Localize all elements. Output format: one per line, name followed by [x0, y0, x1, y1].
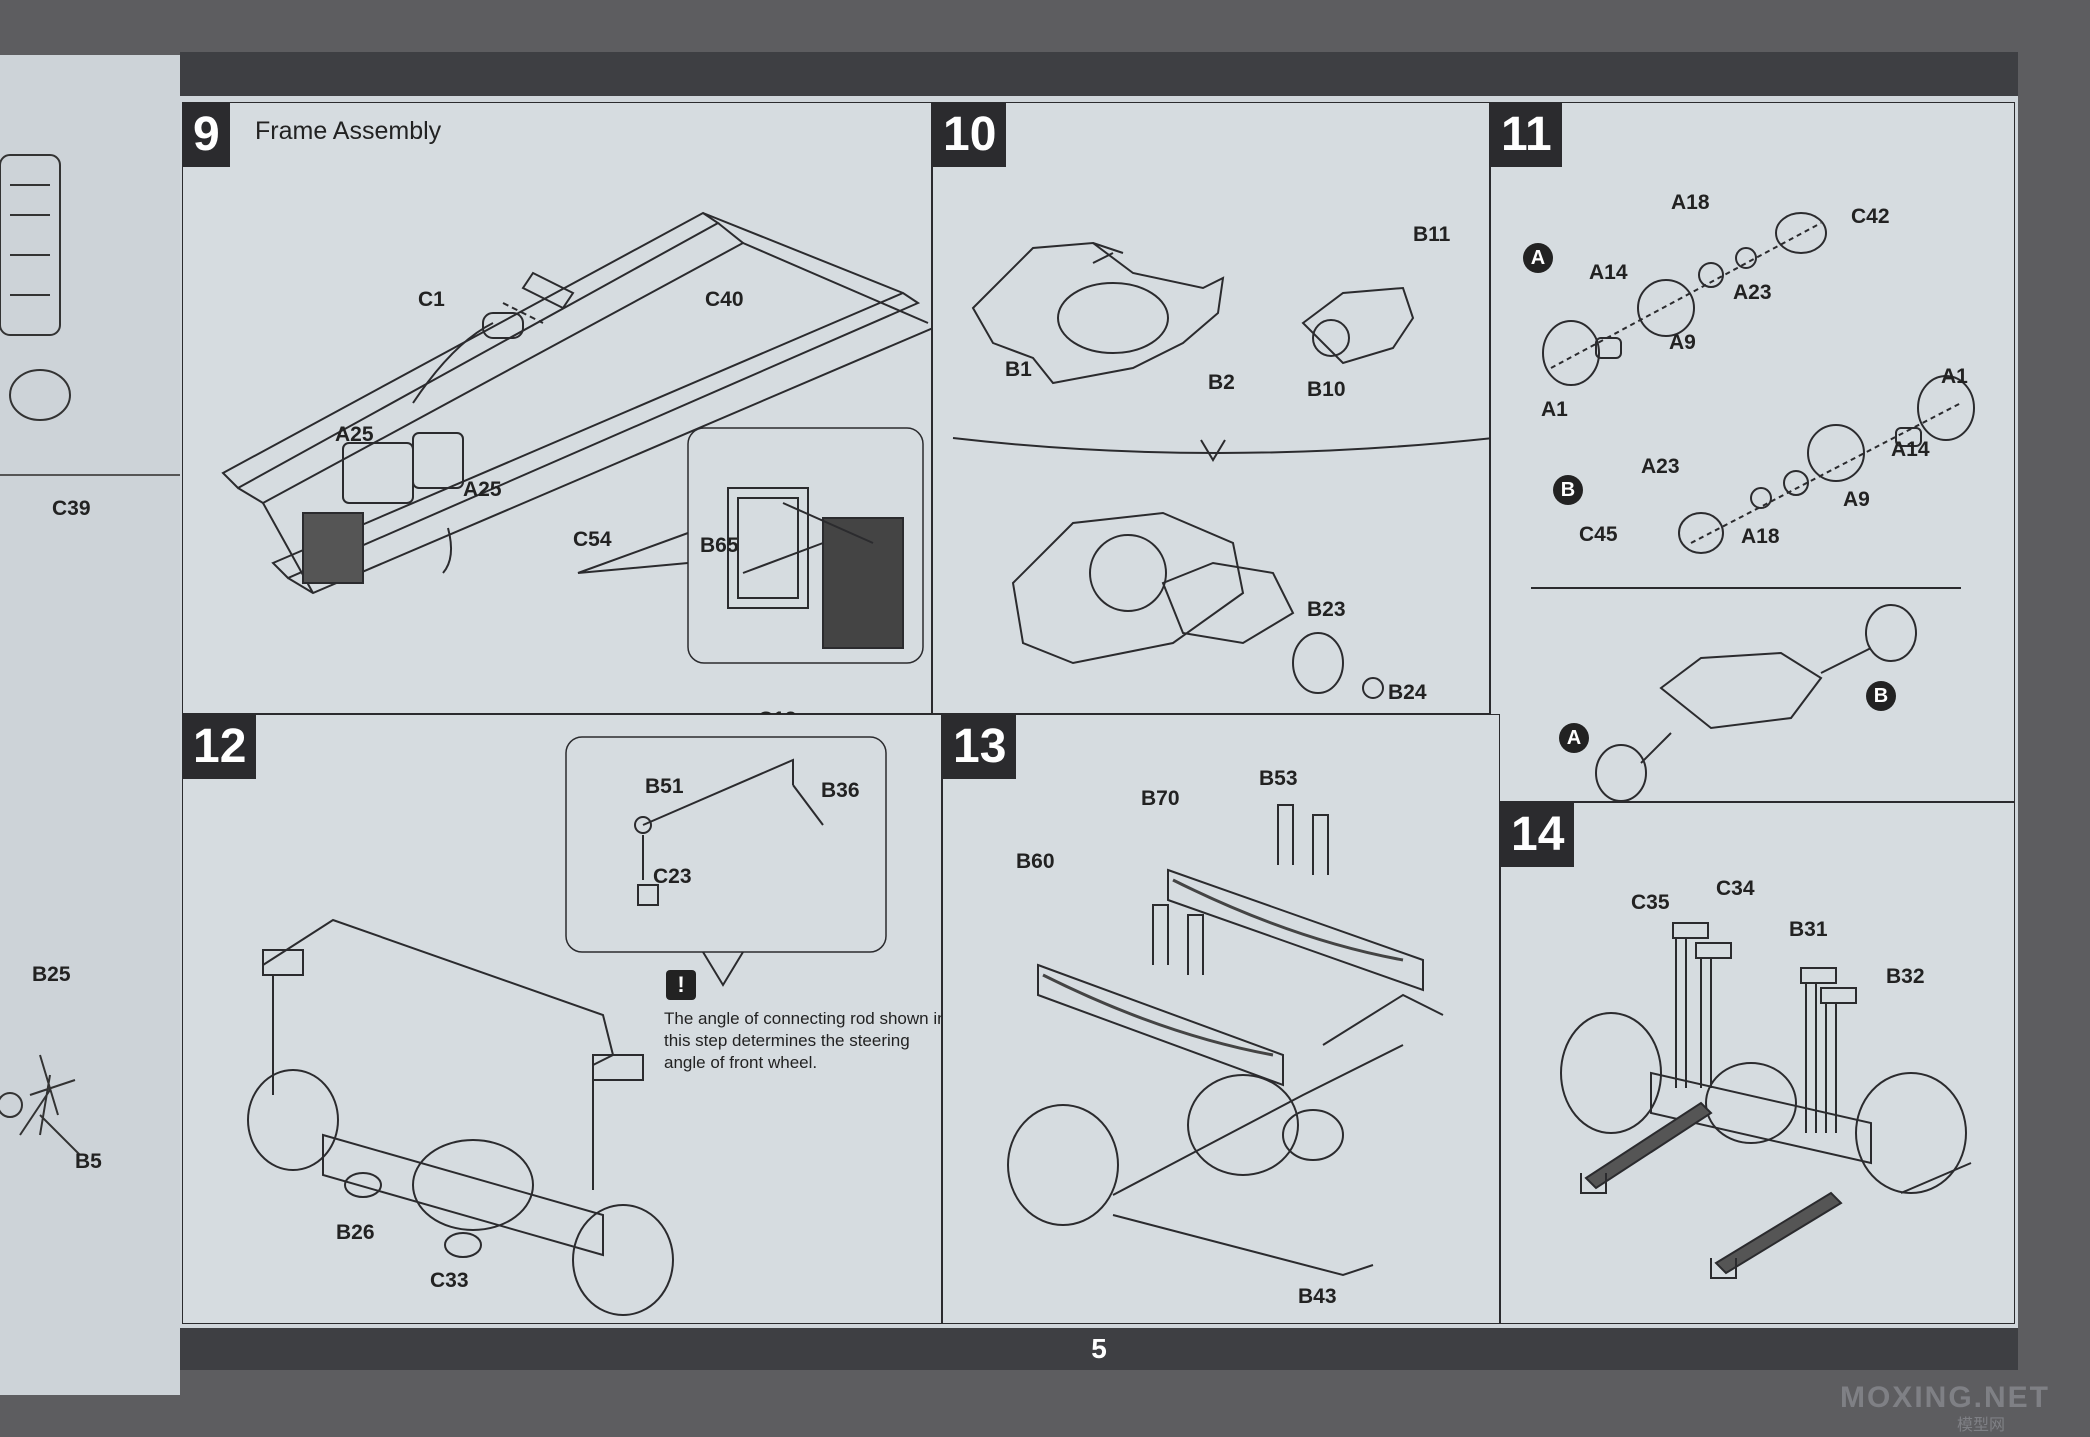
step-11-badge-a: A: [1523, 243, 1553, 273]
step-12-label-c23: C23: [653, 865, 692, 888]
step-13-label-b53: B53: [1259, 767, 1298, 790]
instruction-page: 9 Frame Assembly: [180, 52, 2018, 1370]
front-axle-drawing: [247, 736, 887, 1316]
watermark-subtext: 模型网: [1956, 1417, 2005, 1434]
step-13-number: 13: [943, 715, 1017, 779]
frame-assembly-drawing: [221, 211, 933, 664]
step-11-label-a18-2: A18: [1741, 525, 1780, 548]
step-11-badge-b: B: [1553, 475, 1583, 505]
step-10-label-b24: B24: [1388, 681, 1427, 704]
left-label-b25: B25: [32, 963, 71, 986]
step-12-panel: 12 B51 B36: [182, 714, 947, 1324]
step-12-number: 12: [183, 715, 257, 779]
left-page-drawing: [0, 154, 180, 1156]
step-11-badge-b-2: B: [1866, 681, 1896, 711]
step-11-label-a9-2: A9: [1843, 488, 1870, 511]
step-9-label-b65: B65: [700, 534, 739, 557]
bottom-bar: 5: [180, 1328, 2018, 1370]
watermark-logo: MOXING.NET: [1839, 1381, 2050, 1414]
step-9-panel: 9 Frame Assembly: [182, 102, 933, 731]
rear-suspension-drawing: [1007, 804, 1444, 1277]
step-12-label-b51: B51: [645, 775, 684, 798]
step-11-label-a1: A1: [1541, 398, 1568, 421]
step-12-note: The angle of connecting rod shown in thi…: [664, 1009, 947, 1072]
axle-housing-drawing: [952, 241, 1491, 699]
rear-axles-drawing: [1560, 922, 1972, 1279]
step-11-label-a18: A18: [1671, 191, 1710, 214]
step-13-label-b70: B70: [1141, 787, 1180, 810]
step-10-label-b23: B23: [1307, 598, 1346, 621]
step-11-badge-a-2: A: [1559, 723, 1589, 753]
step-12-label-b26: B26: [336, 1221, 375, 1244]
step-11-label-c42: C42: [1851, 205, 1890, 228]
step-11-label-a23: A23: [1733, 281, 1772, 304]
step-10-label-b1: B1: [1005, 358, 1032, 381]
step-10-label-b11: B11: [1413, 223, 1451, 246]
step-12-label-c33: C33: [430, 1269, 469, 1292]
step-11-number: 11: [1491, 103, 1562, 167]
step-12-label-b36: B36: [821, 779, 860, 802]
step-11-label-a1-2: A1: [1941, 365, 1968, 388]
step-13-panel: 13 B53 B70 B60 B43: [942, 714, 1500, 1324]
left-label-c39: C39: [52, 497, 91, 520]
step-11-label-a14-2: A14: [1891, 438, 1930, 461]
step-9-title: Frame Assembly: [255, 117, 442, 145]
step-14-number: 14: [1501, 803, 1575, 867]
step-10-panel: 10 B11 B1 B2 B10 B23 B24: [932, 102, 1491, 714]
step-11-label-c45: C45: [1579, 523, 1618, 546]
step-14-label-b32: B32: [1886, 965, 1925, 988]
step-11-label-a14: A14: [1589, 261, 1628, 284]
step-11-label-a9: A9: [1669, 331, 1696, 354]
warning-icon: !: [666, 970, 696, 1000]
step-13-label-b43: B43: [1298, 1285, 1337, 1308]
step-9-label-a25-a: A25: [335, 423, 374, 446]
step-9-label-a25-b: A25: [463, 478, 502, 501]
step-11-label-a23-2: A23: [1641, 455, 1680, 478]
step-13-label-b60: B60: [1016, 850, 1055, 873]
wheel-hub-drawing: [1531, 212, 1975, 802]
page-number: 5: [1091, 1333, 1107, 1364]
step-9-label-c40: C40: [705, 288, 744, 311]
step-14-label-b31: B31: [1789, 918, 1828, 941]
step-9-label-c1: C1: [418, 288, 445, 311]
step-14-panel: 14 C35 C34 B31 B32: [1500, 802, 2015, 1324]
step-14-label-c35: C35: [1631, 891, 1670, 914]
top-bar: [180, 52, 2018, 96]
step-9-label-c54: C54: [573, 528, 612, 551]
step-14-label-c34: C34: [1716, 877, 1755, 900]
step-10-number: 10: [933, 103, 1007, 167]
step-10-label-b10: B10: [1307, 378, 1346, 401]
left-label-b5: B5: [75, 1150, 102, 1173]
left-page-fragment: C39 B25 B5: [0, 55, 180, 1395]
step-9-number: 9: [183, 103, 230, 167]
step-10-label-b2: B2: [1208, 371, 1235, 394]
step-11-panel: 11: [1490, 102, 2015, 802]
